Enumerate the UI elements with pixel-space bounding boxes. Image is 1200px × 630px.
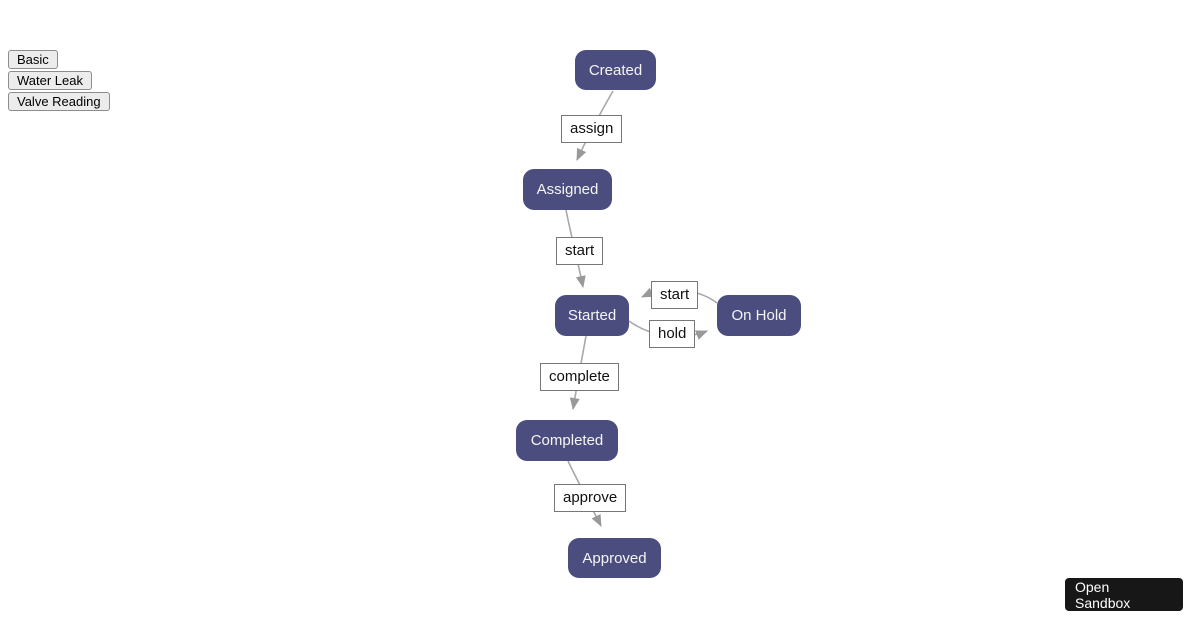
node-assigned[interactable]: Assigned bbox=[523, 169, 612, 210]
scenario-button-basic[interactable]: Basic bbox=[8, 50, 58, 69]
node-started[interactable]: Started bbox=[555, 295, 629, 336]
edge-label-approve: approve bbox=[554, 484, 627, 512]
node-on-hold[interactable]: On Hold bbox=[717, 295, 801, 336]
scenario-controls: Basic Water Leak Valve Reading bbox=[8, 50, 110, 113]
open-sandbox-button[interactable]: Open Sandbox bbox=[1065, 578, 1183, 611]
scenario-button-valve-reading[interactable]: Valve Reading bbox=[8, 92, 110, 111]
edge-label-start: start bbox=[556, 237, 604, 265]
node-completed[interactable]: Completed bbox=[516, 420, 618, 461]
edge-label-assign: assign bbox=[561, 115, 623, 143]
node-created[interactable]: Created bbox=[575, 50, 656, 90]
node-approved[interactable]: Approved bbox=[568, 538, 661, 578]
edge-label-hold: hold bbox=[649, 320, 696, 348]
edge-label-complete: complete bbox=[540, 363, 619, 391]
edge-label-start-resume: start bbox=[651, 281, 699, 309]
scenario-button-water-leak[interactable]: Water Leak bbox=[8, 71, 92, 90]
